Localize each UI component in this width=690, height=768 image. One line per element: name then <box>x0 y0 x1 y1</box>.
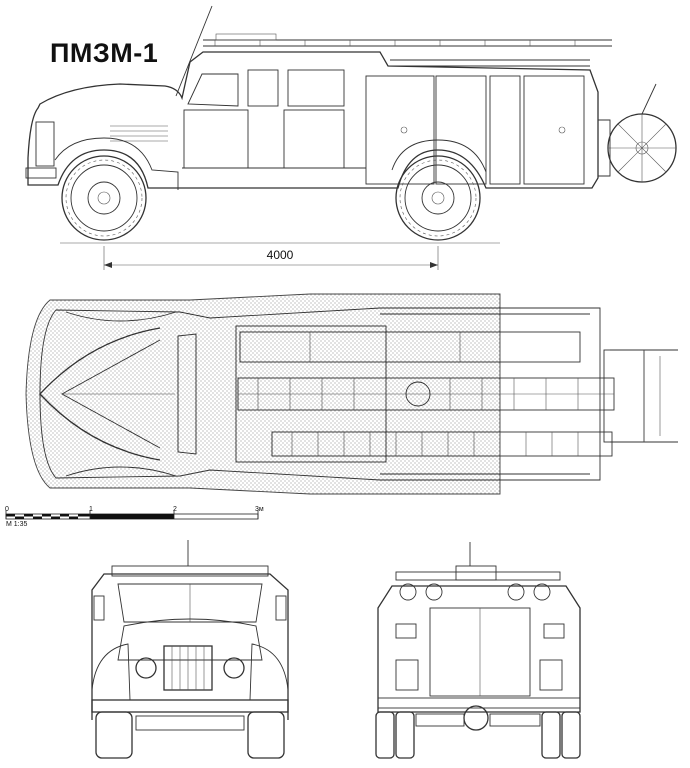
top-body-plate <box>39 307 601 481</box>
front-mirror-left <box>93 595 105 621</box>
scale-bar <box>5 510 259 520</box>
rear-compartment-right-lower <box>539 659 563 691</box>
front-bumper-front <box>91 699 289 713</box>
vehicle-title: ПМЗМ-1 <box>50 38 159 68</box>
roof-ladder-side <box>203 33 612 67</box>
rear-body-outline <box>377 585 581 713</box>
windshield-side <box>187 73 239 107</box>
wheelbase-dimension-label: 4000 <box>266 248 294 262</box>
cab-window-3 <box>287 69 345 107</box>
top-hood <box>39 327 161 461</box>
rear-wheel-side <box>395 155 481 241</box>
cab-window-2 <box>247 69 279 107</box>
front-hood <box>117 618 263 661</box>
front-fender <box>54 137 179 190</box>
top-rail-upper <box>239 331 581 363</box>
scale-tick-0: 0 <box>5 506 9 513</box>
front-view <box>91 540 289 759</box>
cab-door-front <box>183 109 249 169</box>
wheelbase-dimension <box>103 246 439 270</box>
top-fender-right <box>65 466 177 477</box>
top-hose-reel <box>603 349 678 443</box>
scale-tick-2: 2 <box>173 506 177 513</box>
rear-compartment-left-lower <box>395 659 419 691</box>
antenna <box>175 5 213 97</box>
rear-axle-left <box>415 713 465 727</box>
front-bumper <box>25 167 57 179</box>
rear-compartment-right-upper <box>543 623 565 639</box>
cab-door-rear <box>283 109 345 169</box>
front-wheel-side <box>61 155 147 241</box>
scale-ratio: М 1:35 <box>6 521 28 528</box>
top-lower-ladder <box>271 431 613 457</box>
scale-tick-3: 3м <box>255 506 264 513</box>
hose-reel-side <box>598 83 677 183</box>
front-tire-left <box>95 711 133 759</box>
front-fender-right <box>249 643 289 701</box>
top-main-ladder <box>237 377 615 411</box>
top-windshield <box>177 333 197 455</box>
front-body-outline <box>91 573 289 720</box>
front-axle <box>135 715 245 731</box>
scale-tick-1: 1 <box>89 506 93 513</box>
hood-vents <box>110 125 168 142</box>
rear-pump <box>463 705 489 731</box>
front-grille <box>163 645 213 691</box>
rear-tires <box>375 711 581 759</box>
body-compartments <box>365 75 585 185</box>
rear-bumper <box>377 697 581 709</box>
rear-view <box>375 542 581 759</box>
front-headlight-left <box>135 657 157 679</box>
front-fender-left <box>91 643 131 701</box>
rear-axle-right <box>489 713 541 727</box>
rear-fender <box>391 139 487 173</box>
side-view <box>25 5 677 270</box>
front-grille-side <box>35 121 55 167</box>
rear-compartment-left-upper <box>395 623 417 639</box>
front-mirror-right <box>275 595 287 621</box>
rear-roof-lamps <box>395 542 561 601</box>
front-tire-right <box>247 711 285 759</box>
front-roof-rack <box>111 565 269 577</box>
top-view <box>25 293 678 495</box>
front-headlight-right <box>223 657 245 679</box>
top-fender-left <box>65 311 177 322</box>
front-windshield <box>117 583 263 623</box>
